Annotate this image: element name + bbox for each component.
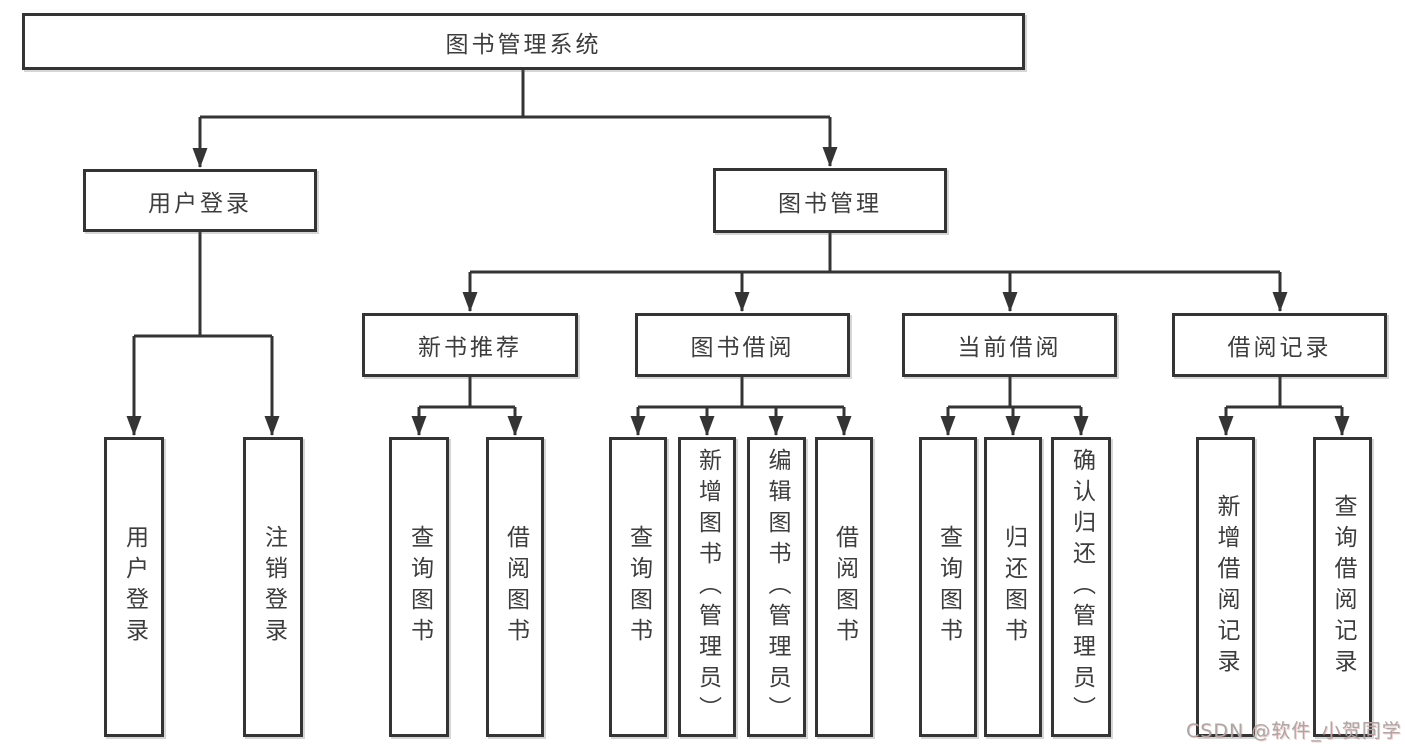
leaf-label: 查询图书 [406,525,433,649]
node-root-label: 图书管理系统 [445,31,602,58]
leaf-label: 查询图书 [935,525,962,649]
leaf-borrow-books-2: 借阅图书 [815,437,873,737]
leaf-label: 查询图书 [625,525,652,649]
node-label: 图书管理 [778,190,882,217]
leaf-label: 查询借阅记录 [1330,494,1356,680]
leaf-label: 新增图书（管理员） [694,447,721,727]
node-current-borrow: 当前借阅 [902,313,1117,377]
leaf-label: 确认归还（管理员） [1068,447,1095,727]
node-root: 图书管理系统 [22,13,1025,70]
leaf-label: 编辑图书（管理员） [764,447,790,727]
leaf-label: 借阅图书 [502,525,529,649]
leaf-label: 新增借阅记录 [1213,494,1239,680]
leaf-logout: 注销登录 [243,437,303,737]
node-user-login: 用户登录 [83,169,317,232]
node-label: 用户登录 [148,190,252,217]
node-label: 图书借阅 [690,335,795,361]
leaf-label: 借阅图书 [831,525,858,649]
leaf-add-books-admin: 新增图书（管理员） [678,437,736,737]
node-label: 当前借阅 [957,335,1062,361]
csdn-watermark: CSDN @软件_小贺同学 [1186,720,1402,742]
node-book-management: 图书管理 [713,168,947,233]
node-label: 借阅记录 [1227,335,1332,361]
leaf-label: 注销登录 [260,525,287,649]
leaf-return-books: 归还图书 [984,437,1042,737]
leaf-confirm-return-admin: 确认归还（管理员） [1051,437,1111,737]
leaf-query-borrow-record: 查询借阅记录 [1313,437,1372,737]
leaf-label: 用户登录 [121,525,148,649]
leaf-add-borrow-record: 新增借阅记录 [1196,437,1255,737]
node-new-book-recommend: 新书推荐 [362,313,578,377]
leaf-edit-books-admin: 编辑图书（管理员） [747,437,806,737]
leaf-query-books-2: 查询图书 [609,437,667,737]
node-book-borrow: 图书借阅 [635,313,850,377]
node-label: 新书推荐 [418,335,522,361]
leaf-user-login: 用户登录 [104,437,164,737]
node-borrow-record: 借阅记录 [1172,313,1387,377]
leaf-label: 归还图书 [1000,525,1027,649]
leaf-borrow-books-1: 借阅图书 [486,437,544,737]
leaf-query-books-1: 查询图书 [389,437,449,737]
leaf-query-books-3: 查询图书 [919,437,977,737]
